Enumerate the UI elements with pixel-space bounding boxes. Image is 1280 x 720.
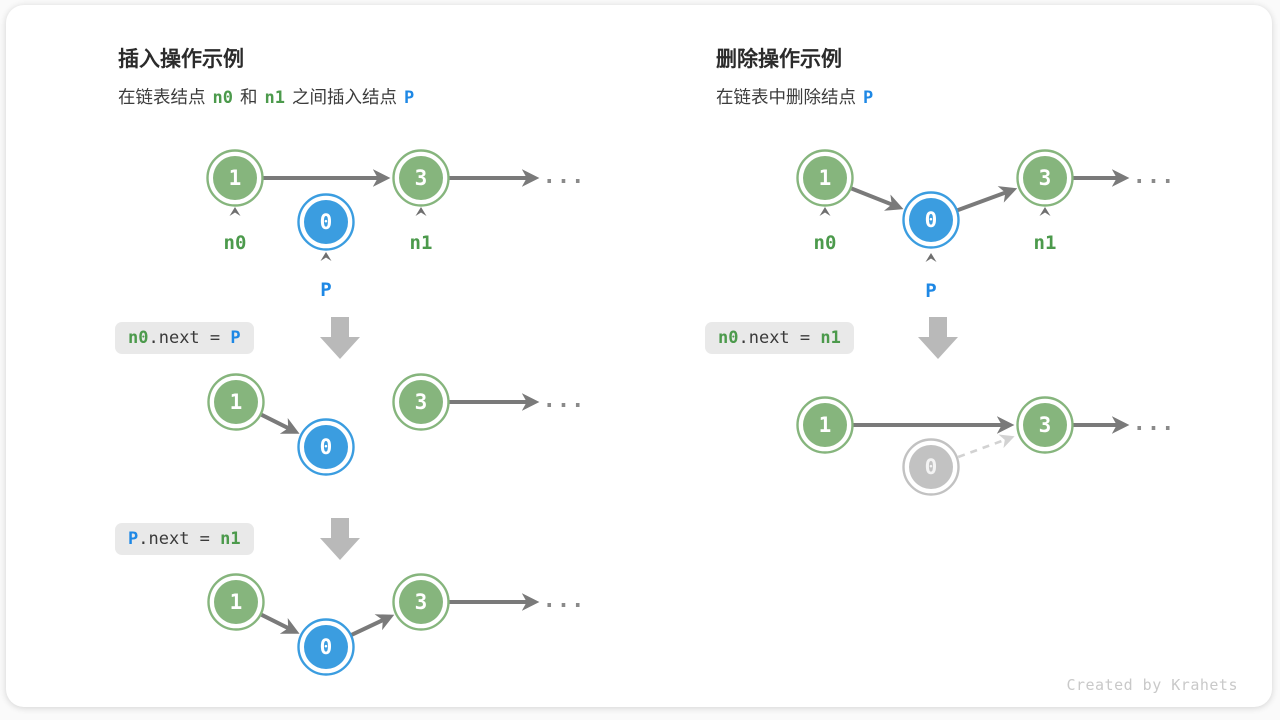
node-3-value: 3 <box>1039 413 1052 437</box>
node-p-value: 0 <box>320 635 333 659</box>
subtitle-text: 之间插入结点 <box>291 87 397 107</box>
token-p: P <box>863 88 874 108</box>
delete-section-title: 删除操作示例 <box>716 48 842 71</box>
node-1-value: 1 <box>230 590 243 614</box>
arrow-p-to-3 <box>350 614 395 638</box>
node-1-value: 1 <box>819 413 832 437</box>
code-snippet-n0-next-n1: n0.next = n1 <box>705 322 854 354</box>
node-p-removed-value: 0 <box>925 455 938 479</box>
code-snippet-n0-next-p: n0.next = P <box>115 322 254 354</box>
insert-diagram-step1: ... 1 3 0 n0 n1 P <box>206 149 586 301</box>
node-3-value: 3 <box>415 390 428 414</box>
pointer-label-p: P <box>320 279 331 301</box>
node-3-circle <box>1023 156 1067 200</box>
node-1-value: 1 <box>230 390 243 414</box>
node-1-circle <box>214 580 258 624</box>
down-arrow-shape <box>320 317 360 359</box>
node-p-value: 0 <box>925 208 938 232</box>
code-token-n0: n0 <box>128 328 149 348</box>
ellipsis: ... <box>543 388 586 413</box>
node-p-circle <box>304 200 348 244</box>
pointer-label-p: P <box>925 280 936 302</box>
token-n1: n1 <box>264 88 285 108</box>
node-1-circle <box>213 156 257 200</box>
caret-icon <box>819 207 831 216</box>
node-3-value: 3 <box>1039 166 1052 190</box>
down-block-arrow-icon <box>918 317 958 359</box>
node-p-removed-circle <box>909 445 953 489</box>
ellipsis: ... <box>1133 411 1176 436</box>
down-arrow-shape <box>320 518 360 560</box>
token-p: P <box>403 88 415 108</box>
node-1-value: 1 <box>229 166 242 190</box>
footer-credit: Created by Krahets <box>1066 676 1238 694</box>
subtitle-text: 和 <box>239 87 258 107</box>
subtitle-text: 在链表中删除结点 <box>716 87 856 107</box>
node-1-circle <box>803 403 847 447</box>
subtitle-text: 在链表结点 <box>118 87 206 107</box>
arrow-1-to-p <box>849 186 904 211</box>
ellipsis: ... <box>543 164 586 189</box>
node-p-circle <box>909 198 953 242</box>
arrow-p-to-3 <box>956 186 1018 213</box>
node-p-value: 0 <box>320 210 333 234</box>
down-arrow-shape <box>918 317 958 359</box>
delete-diagram-step2: ... 0 1 3 <box>796 396 1176 496</box>
ellipsis: ... <box>543 588 586 613</box>
code-token-n1: n1 <box>220 529 241 549</box>
insert-diagram-step2: ... 1 0 3 <box>207 373 586 476</box>
arrow-1-to-p <box>259 612 300 634</box>
node-3-circle <box>399 580 443 624</box>
pointer-label-n1: n1 <box>410 232 433 254</box>
code-token-n0: n0 <box>718 328 739 348</box>
caret-icon <box>320 252 332 261</box>
token-n0: n0 <box>212 88 233 108</box>
caret-icon <box>415 207 427 216</box>
node-1-circle <box>803 156 847 200</box>
node-3-circle <box>399 380 443 424</box>
pointer-label-n0: n0 <box>814 232 837 254</box>
node-3-circle <box>1023 403 1067 447</box>
node-1-value: 1 <box>819 166 832 190</box>
code-text: .next = <box>148 328 231 348</box>
pointer-label-n1: n1 <box>1034 232 1057 254</box>
node-p-circle <box>304 625 348 669</box>
code-snippet-p-next-n1: P.next = n1 <box>115 523 254 555</box>
delete-diagram-step1: ... 1 0 3 n0 n1 P <box>796 149 1176 302</box>
ellipsis: ... <box>1133 164 1176 189</box>
node-1-circle <box>214 380 258 424</box>
delete-section-subtitle: 在链表中删除结点 P <box>716 84 880 109</box>
node-3-circle <box>399 156 443 200</box>
code-text: .next = <box>138 529 221 549</box>
node-3-value: 3 <box>415 590 428 614</box>
code-token-p: P <box>230 328 241 348</box>
dashed-arrow-removed-p-to-3 <box>957 434 1015 459</box>
arrow-1-to-p <box>259 412 300 434</box>
code-text: .next = <box>738 328 821 348</box>
caret-icon <box>1039 207 1051 216</box>
code-token-n1: n1 <box>820 328 841 348</box>
caret-icon <box>229 207 241 216</box>
node-p-circle <box>304 425 348 469</box>
down-block-arrow-icon <box>320 317 360 359</box>
code-token-p: P <box>128 529 139 549</box>
insert-section-title: 插入操作示例 <box>118 48 244 71</box>
down-block-arrow-icon <box>320 518 360 560</box>
node-p-value: 0 <box>320 435 333 459</box>
pointer-label-n0: n0 <box>224 232 247 254</box>
caret-icon <box>925 253 937 262</box>
insert-diagram-step3: ... 1 0 3 <box>207 573 586 676</box>
node-3-value: 3 <box>415 166 428 190</box>
insert-section-subtitle: 在链表结点 n0 和 n1 之间插入结点 P <box>118 84 421 109</box>
